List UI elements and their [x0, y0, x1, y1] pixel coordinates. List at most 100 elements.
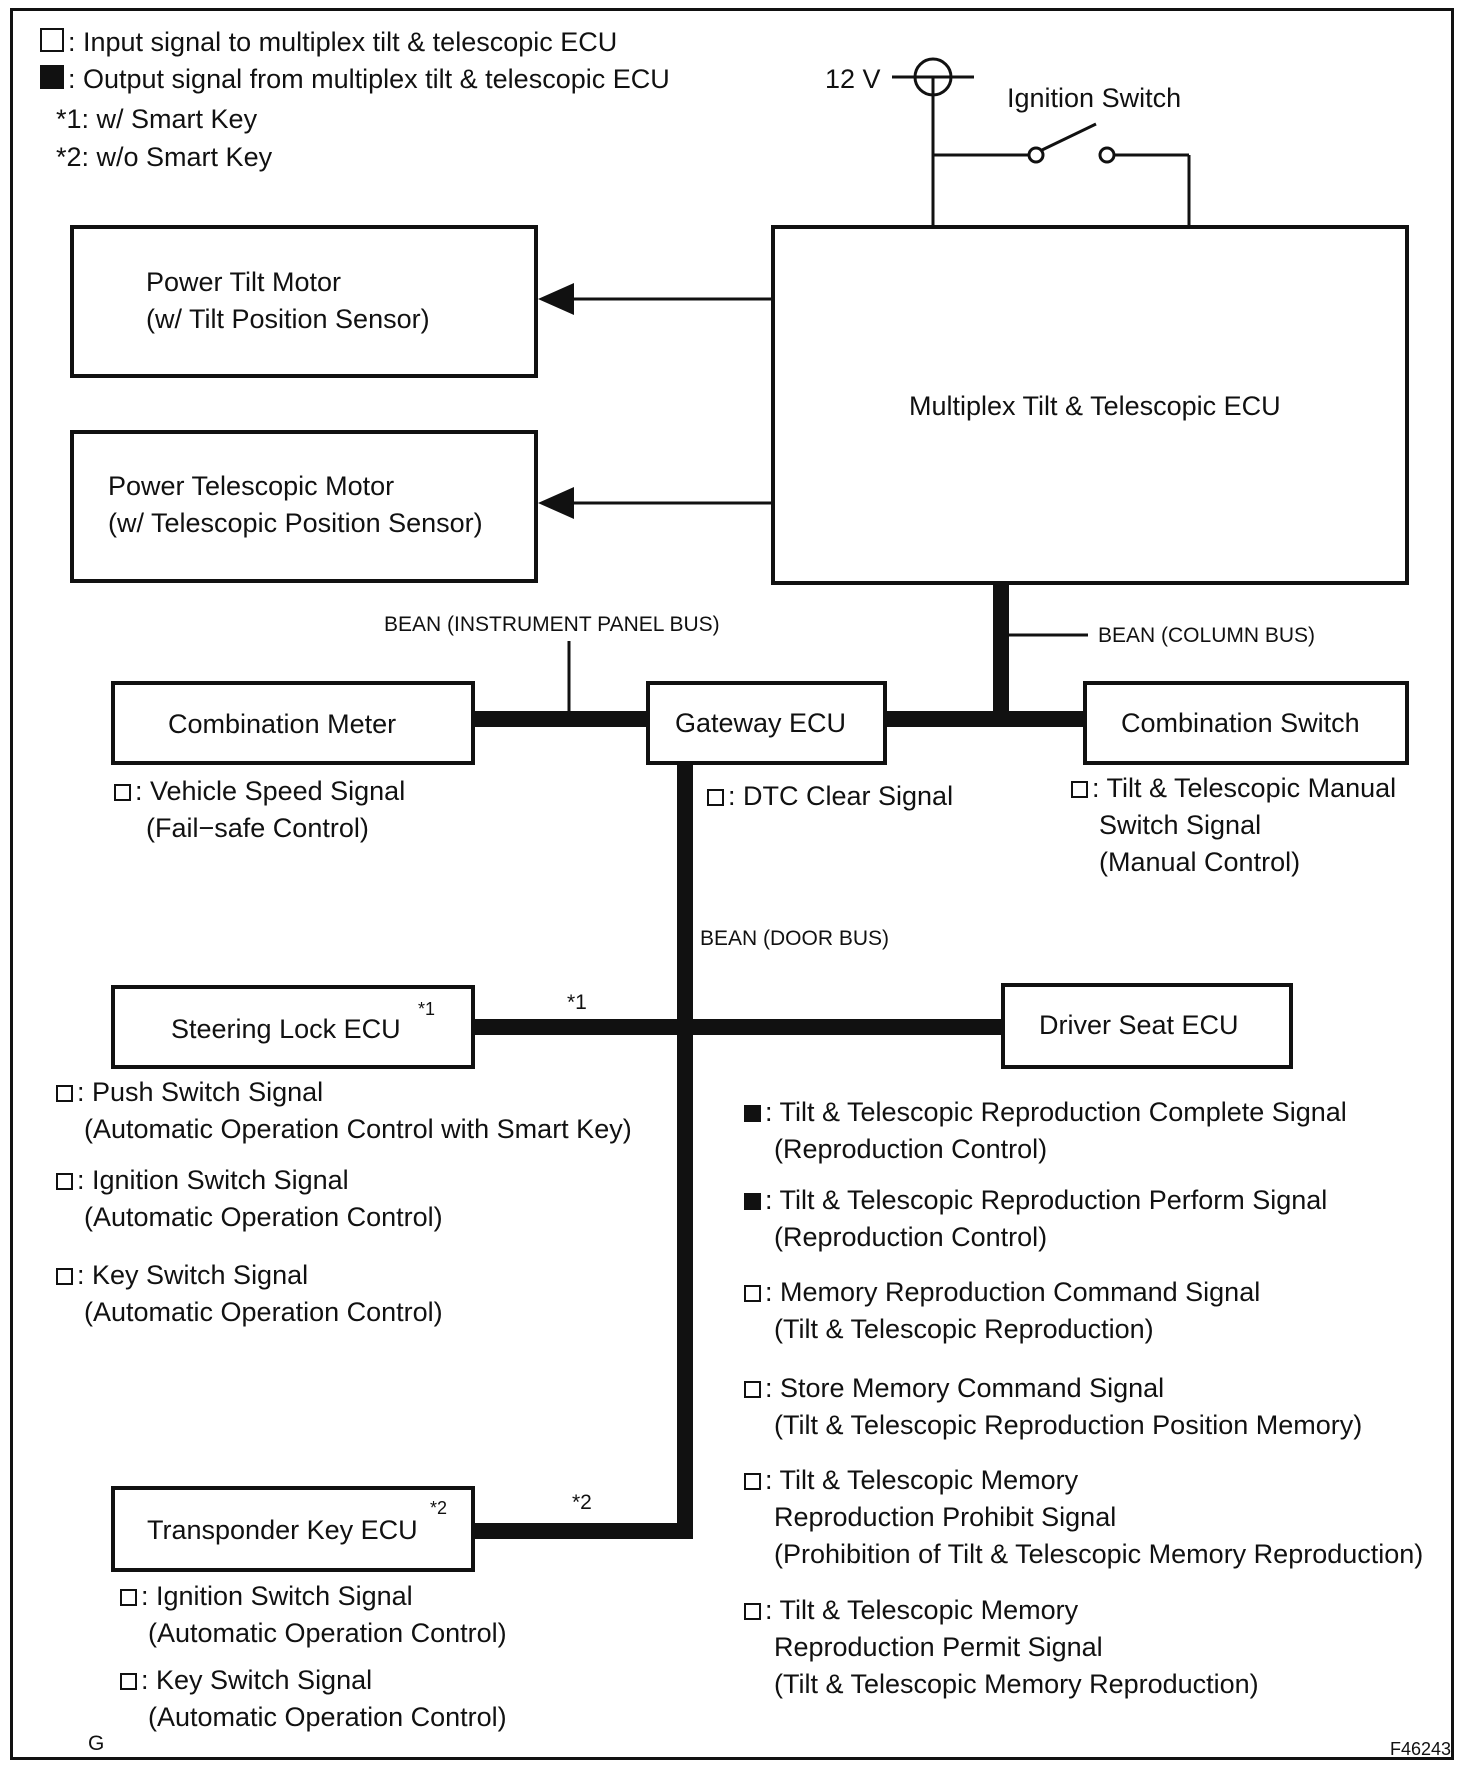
seat-signal-5-line-2: Reproduction Prohibit Signal: [774, 1502, 1117, 1532]
tilt-arrow-icon: [538, 283, 574, 315]
ignition-switch-blade: [1041, 122, 1097, 152]
legend-output-text: : Output signal from multiplex tilt & te…: [68, 64, 670, 94]
driver-seat-ecu-box: Driver Seat ECU: [1001, 983, 1293, 1069]
steering-signal-2-line-2: (Automatic Operation Control): [84, 1202, 443, 1232]
transponder-signal-1-line-1: : Ignition Switch Signal: [120, 1578, 413, 1615]
meter-signal-text: : Vehicle Speed Signal: [135, 776, 406, 806]
seat-signal-4-text: : Store Memory Command Signal: [765, 1373, 1165, 1403]
door-bus-note-1: *1: [567, 991, 587, 1014]
seat-signal-5-text: : Tilt & Telescopic Memory: [765, 1465, 1079, 1495]
steering-signal-1-line-1: : Push Switch Signal: [56, 1074, 323, 1111]
seat-signal-1-text: : Tilt & Telescopic Reproduction Complet…: [765, 1097, 1347, 1127]
input-square-icon: [744, 1381, 761, 1398]
seat-signal-1-line-1: : Tilt & Telescopic Reproduction Complet…: [744, 1094, 1347, 1131]
steering-signal-3-line-1: : Key Switch Signal: [56, 1257, 308, 1294]
door-bus-horizontal: [473, 1019, 1003, 1035]
instrument-panel-bus-label: BEAN (INSTRUMENT PANEL BUS): [384, 613, 720, 636]
ignition-switch-label: Ignition Switch: [1007, 83, 1182, 113]
power-tilt-motor-box: Power Tilt Motor (w/ Tilt Position Senso…: [70, 225, 538, 378]
power-telescopic-motor-box: Power Telescopic Motor (w/ Telescopic Po…: [70, 430, 538, 583]
legend-output: : Output signal from multiplex tilt & te…: [40, 61, 670, 98]
input-square-icon: [120, 1673, 137, 1690]
output-square-icon: [744, 1193, 761, 1210]
voltage-label: 12 V: [825, 64, 881, 94]
output-square-icon: [744, 1105, 761, 1122]
input-square-icon: [744, 1285, 761, 1302]
multiplex-ecu-label: Multiplex Tilt & Telescopic ECU: [909, 391, 1281, 421]
seat-signal-4-line-2: (Tilt & Telescopic Reproduction Position…: [774, 1410, 1363, 1440]
legend-note-1: *1: w/ Smart Key: [56, 104, 258, 134]
footer-left-code: G: [88, 1732, 105, 1755]
steering-signal-1-text: : Push Switch Signal: [77, 1077, 324, 1107]
legend-input: : Input signal to multiplex tilt & teles…: [40, 24, 617, 61]
gateway-ecu-box: Gateway ECU: [646, 681, 887, 765]
seat-signal-6-line-3: (Tilt & Telescopic Memory Reproduction): [774, 1669, 1259, 1699]
switch-signal-line-2: Switch Signal: [1099, 810, 1262, 840]
seat-signal-3-line-2: (Tilt & Telescopic Reproduction): [774, 1314, 1154, 1344]
instrument-panel-bus: [473, 711, 648, 727]
transponder-note: *2: [430, 1498, 448, 1518]
input-square-icon: [40, 28, 64, 52]
dtc-signal-text: : DTC Clear Signal: [728, 781, 954, 811]
transponder-signal-2-line-1: : Key Switch Signal: [120, 1662, 372, 1699]
seat-signal-6-text: : Tilt & Telescopic Memory: [765, 1595, 1079, 1625]
seat-signal-3-line-1: : Memory Reproduction Command Signal: [744, 1274, 1260, 1311]
steering-signal-1-line-2: (Automatic Operation Control with Smart …: [84, 1114, 632, 1144]
multiplex-ecu-box: Multiplex Tilt & Telescopic ECU: [771, 225, 1409, 585]
steering-signal-3-line-2: (Automatic Operation Control): [84, 1297, 443, 1327]
input-square-icon: [744, 1473, 761, 1490]
meter-signal-line-1: : Vehicle Speed Signal: [114, 773, 405, 810]
combination-meter-box: Combination Meter: [111, 681, 475, 765]
seat-signal-5-line-1: : Tilt & Telescopic Memory: [744, 1462, 1078, 1499]
gateway-ecu-label: Gateway ECU: [675, 708, 847, 738]
input-square-icon: [56, 1173, 73, 1190]
ignition-contact-left-icon: [1027, 146, 1045, 164]
dtc-signal: : DTC Clear Signal: [707, 778, 953, 815]
seat-signal-5-line-3: (Prohibition of Tilt & Telescopic Memory…: [774, 1539, 1424, 1569]
legend-input-text: : Input signal to multiplex tilt & teles…: [68, 27, 618, 57]
seat-signal-6-line-2: Reproduction Permit Signal: [774, 1632, 1103, 1662]
steering-lock-note: *1: [418, 999, 436, 1019]
tilt-motor-title: Power Tilt Motor: [146, 267, 342, 297]
door-bus-vertical: [677, 763, 693, 1539]
seat-signal-2-text: : Tilt & Telescopic Reproduction Perform…: [765, 1185, 1328, 1215]
seat-signal-4-line-1: : Store Memory Command Signal: [744, 1370, 1164, 1407]
driver-seat-ecu-label: Driver Seat ECU: [1039, 1010, 1239, 1040]
tilt-motor-subtitle: (w/ Tilt Position Sensor): [146, 304, 430, 334]
diagram-frame: [10, 8, 1454, 1760]
transponder-signal-2-line-2: (Automatic Operation Control): [148, 1702, 507, 1732]
steering-lock-ecu-box: Steering Lock ECU *1: [111, 985, 475, 1069]
steering-signal-2-line-1: : Ignition Switch Signal: [56, 1162, 349, 1199]
steering-lock-ecu-label: Steering Lock ECU: [171, 1014, 401, 1044]
steering-signal-3-text: : Key Switch Signal: [77, 1260, 309, 1290]
transponder-signal-1-line-2: (Automatic Operation Control): [148, 1618, 507, 1648]
steering-signal-2-text: : Ignition Switch Signal: [77, 1165, 349, 1195]
input-square-icon: [56, 1268, 73, 1285]
telescopic-motor-subtitle: (w/ Telescopic Position Sensor): [108, 508, 483, 538]
footer-figure-code: F46243: [1390, 1739, 1452, 1759]
door-bus-note-2: *2: [572, 1491, 592, 1514]
column-bus-vertical: [993, 583, 1009, 719]
column-bus-label: BEAN (COLUMN BUS): [1098, 624, 1316, 647]
legend-note-2: *2: w/o Smart Key: [56, 142, 273, 172]
seat-signal-6-line-1: : Tilt & Telescopic Memory: [744, 1592, 1078, 1629]
input-square-icon: [707, 789, 724, 806]
seat-signal-2-line-1: : Tilt & Telescopic Reproduction Perform…: [744, 1182, 1327, 1219]
input-square-icon: [744, 1603, 761, 1620]
switch-signal-line-1: : Tilt & Telescopic Manual: [1071, 770, 1396, 807]
input-square-icon: [56, 1085, 73, 1102]
input-square-icon: [1071, 781, 1088, 798]
transponder-key-ecu-box: Transponder Key ECU *2: [111, 1486, 475, 1572]
output-square-icon: [40, 65, 64, 89]
transponder-bus-branch: [473, 1523, 693, 1539]
combination-meter-label: Combination Meter: [168, 709, 397, 739]
meter-signal-line-2: (Fail−safe Control): [146, 813, 369, 843]
switch-signal-text: : Tilt & Telescopic Manual: [1092, 773, 1397, 803]
ignition-contact-right-icon: [1098, 146, 1116, 164]
combination-switch-box: Combination Switch: [1083, 681, 1409, 765]
input-square-icon: [120, 1589, 137, 1606]
transponder-key-ecu-label: Transponder Key ECU: [147, 1515, 418, 1545]
door-bus-label: BEAN (DOOR BUS): [700, 927, 890, 950]
seat-signal-2-line-2: (Reproduction Control): [774, 1222, 1048, 1252]
